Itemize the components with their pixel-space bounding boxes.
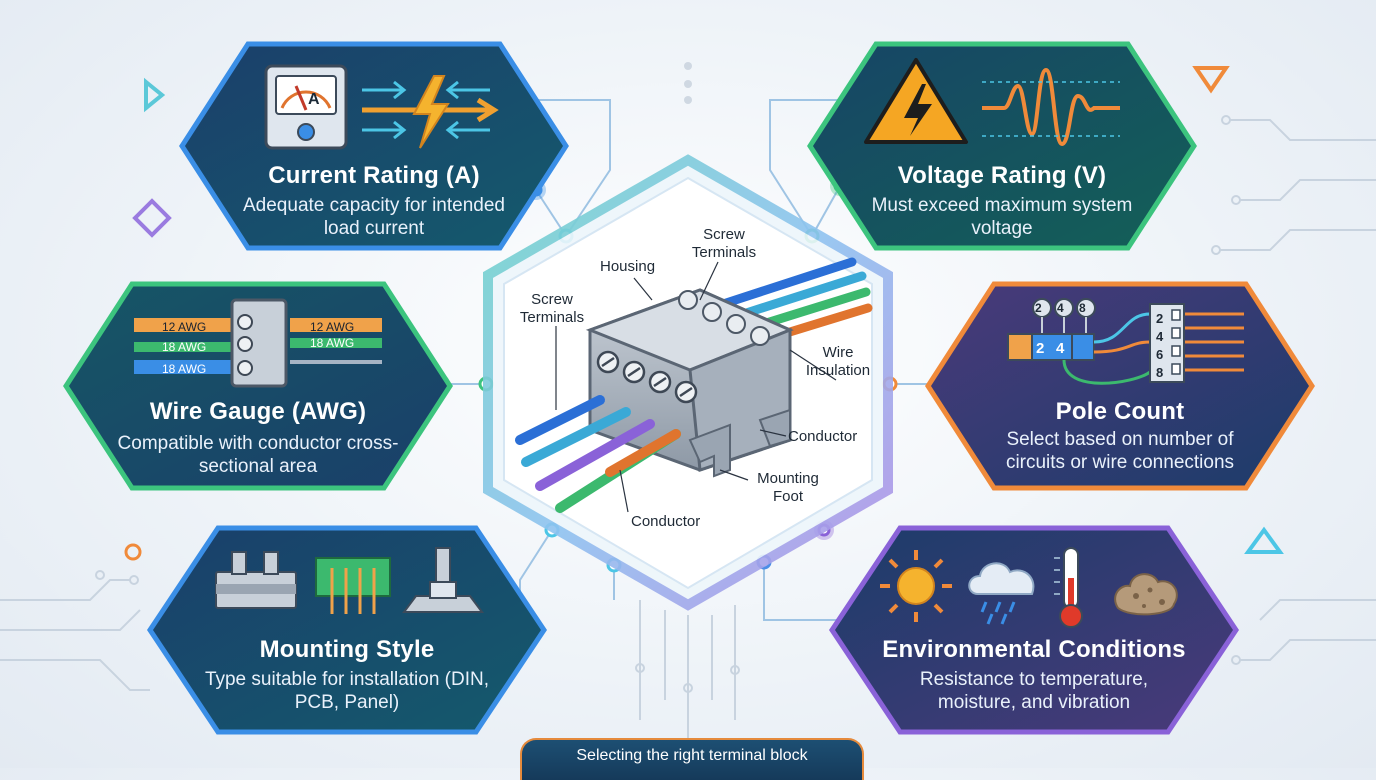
card-title: Wire Gauge (AWG) bbox=[149, 398, 367, 425]
thermometer-icon bbox=[1054, 547, 1083, 628]
pole-count-icon bbox=[1007, 298, 1244, 385]
pole-number-top-3: 8 bbox=[1079, 301, 1086, 315]
card-description: Select based on number of circuits or wi… bbox=[1005, 429, 1235, 473]
pole-number-side-2: 4 bbox=[1156, 329, 1164, 344]
leader-lines bbox=[555, 261, 837, 513]
card-description: Resistance to temperature, moisture, and… bbox=[919, 669, 1149, 713]
card-description: Type suitable for installation (DIN, PCB… bbox=[204, 669, 490, 713]
ammeter-icon: A bbox=[264, 64, 499, 150]
dots-decoration bbox=[684, 62, 692, 104]
pole-number-block-2: 4 bbox=[1056, 340, 1065, 357]
card-title: Environmental Conditions bbox=[882, 636, 1186, 663]
label-conductor-right: Conductor bbox=[788, 428, 858, 445]
pole-number-side-4: 8 bbox=[1156, 365, 1164, 380]
footer-caption: Selecting the right terminal block bbox=[576, 747, 808, 764]
card-title: Pole Count bbox=[1055, 398, 1185, 425]
card-description: Compatible with conductor cross-sectiona… bbox=[117, 433, 399, 477]
wire-label-2: 18 AWG bbox=[162, 340, 207, 354]
pole-number-side-3: 6 bbox=[1156, 347, 1164, 362]
wire-label-1: 12 AWG bbox=[162, 320, 207, 334]
label-screw-terminals-left: Screw Terminals bbox=[519, 291, 585, 326]
card-environmental-conditions: Environmental Conditions Resistance to t… bbox=[828, 524, 1240, 736]
triangle-decoration bbox=[144, 77, 166, 113]
label-wire-insulation: Wire Insulation bbox=[805, 344, 871, 379]
label-mounting-foot: Mounting Foot bbox=[757, 470, 819, 505]
pole-number-side-1: 2 bbox=[1156, 311, 1164, 326]
circuit-traces-bottom bbox=[635, 600, 740, 740]
circuit-traces-left bbox=[0, 570, 150, 691]
rain-cloud-icon bbox=[968, 562, 1035, 625]
card-title: Mounting Style bbox=[259, 636, 435, 663]
circuit-traces-right bbox=[1211, 115, 1376, 665]
din-rail-icon bbox=[215, 547, 484, 614]
card-description: Must exceed maximum system voltage bbox=[871, 195, 1133, 239]
card-mounting-style: Mounting Style Type suitable for install… bbox=[146, 524, 548, 736]
card-wire-gauge: 12 AWG 18 AWG 18 AWG 12 AWG 18 AWG Wire … bbox=[62, 280, 454, 492]
card-title: Voltage Rating (V) bbox=[897, 162, 1107, 189]
card-pole-count: 2 4 8 2 4 2 4 6 8 Pole Count Select base… bbox=[924, 280, 1316, 492]
card-current-rating: A Current Rating (A) Adequate capacity f… bbox=[178, 40, 570, 252]
label-conductor-bottom: Conductor bbox=[631, 513, 701, 530]
dust-icon bbox=[1114, 573, 1178, 616]
triangle-decoration-orange bbox=[1192, 66, 1230, 94]
wire-label-3: 18 AWG bbox=[162, 362, 207, 376]
pole-number-block-1: 2 bbox=[1036, 340, 1045, 357]
high-voltage-warning-icon bbox=[864, 58, 1120, 147]
meter-letter: A bbox=[308, 91, 320, 108]
card-description: Adequate capacity for intended load curr… bbox=[243, 195, 505, 239]
environment-icons bbox=[880, 547, 1178, 628]
triangle-decoration-cyan bbox=[1244, 526, 1284, 554]
circle-decoration bbox=[124, 543, 142, 561]
wire-gauge-icon bbox=[134, 298, 382, 388]
terminal-block-illustration bbox=[515, 257, 873, 513]
pole-number-top-2: 4 bbox=[1057, 301, 1064, 315]
wire-label-right-1: 12 AWG bbox=[310, 320, 355, 334]
label-housing: Housing bbox=[600, 258, 656, 275]
sun-icon bbox=[880, 550, 952, 622]
pole-number-top-1: 2 bbox=[1035, 301, 1042, 315]
label-screw-terminals-top: Screw Terminals bbox=[691, 226, 757, 261]
diamond-decoration bbox=[132, 198, 172, 238]
footer-caption-tab: Selecting the right terminal block bbox=[520, 738, 864, 780]
wire-label-right-2: 18 AWG bbox=[310, 336, 355, 350]
card-voltage-rating: Voltage Rating (V) Must exceed maximum s… bbox=[806, 40, 1198, 252]
card-title: Current Rating (A) bbox=[268, 162, 480, 189]
